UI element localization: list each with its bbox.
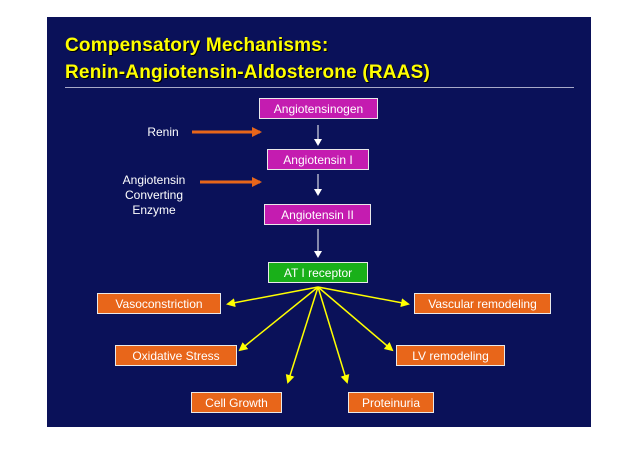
label-renin: Renin	[147, 125, 179, 139]
effect-arrow-lv-remodeling	[317, 286, 394, 352]
label-ace-line-2: Converting	[124, 188, 184, 202]
label-ace: Angiotensin Converting Enzyme	[114, 173, 194, 218]
effect-vascular-remodeling: Vascular remodeling	[414, 293, 551, 314]
node-angiotensin-i: Angiotensin I	[267, 149, 369, 170]
slide-title-line-1: Compensatory Mechanisms:	[65, 35, 329, 56]
effect-vasoconstriction: Vasoconstriction	[97, 293, 221, 314]
label-ace-line-1: Angiotensin	[122, 173, 186, 187]
effect-arrow-proteinuria	[317, 286, 350, 384]
node-angiotensin-ii: Angiotensin II	[264, 204, 371, 225]
effect-lv-remodeling: LV remodeling	[396, 345, 505, 366]
node-at1-receptor: AT I receptor	[268, 262, 368, 283]
title-divider	[65, 87, 574, 88]
effect-arrow-vascular-remodeling	[317, 286, 410, 308]
effect-arrow-cell-growth	[285, 286, 319, 384]
node-angiotensinogen: Angiotensinogen	[259, 98, 378, 119]
effect-arrow-vasoconstriction	[226, 286, 319, 308]
effect-proteinuria: Proteinuria	[348, 392, 434, 413]
effect-oxidative-stress: Oxidative Stress	[115, 345, 237, 366]
label-ace-line-3: Enzyme	[132, 203, 176, 217]
effect-arrow-oxidative-stress	[238, 286, 319, 352]
slide-title-line-2: Renin-Angiotensin-Aldosterone (RAAS)	[65, 62, 431, 83]
effect-cell-growth: Cell Growth	[191, 392, 282, 413]
